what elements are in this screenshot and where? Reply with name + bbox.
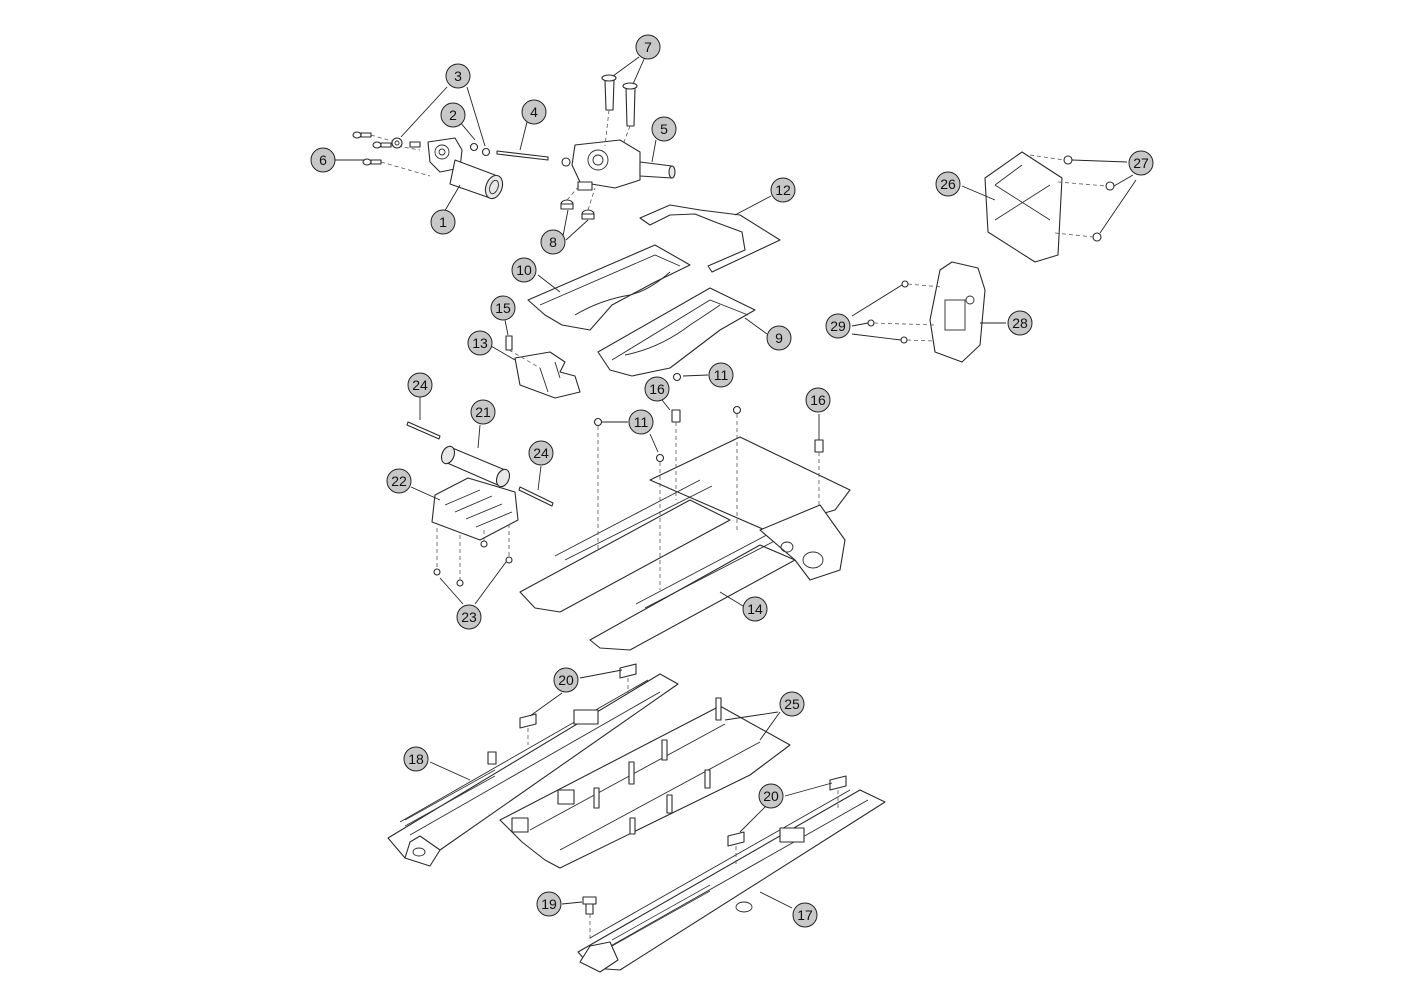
svg-text:29: 29 xyxy=(830,318,846,334)
bracket-25 xyxy=(499,697,791,869)
screw-6c xyxy=(372,141,392,149)
nuts-20a xyxy=(519,663,637,745)
callout-11a: 11 xyxy=(628,409,654,435)
svg-text:15: 15 xyxy=(495,300,511,316)
svg-text:22: 22 xyxy=(391,473,407,489)
screw-15 xyxy=(505,335,541,369)
screws-11-16 xyxy=(593,372,824,590)
gearbox-5 xyxy=(561,139,676,191)
svg-text:1: 1 xyxy=(439,214,447,230)
callout-16b: 16 xyxy=(805,387,831,413)
svg-text:13: 13 xyxy=(472,335,488,351)
leader-lines xyxy=(335,56,1137,909)
callout-23: 23 xyxy=(456,604,482,630)
callout-29: 29 xyxy=(825,313,851,339)
svg-text:11: 11 xyxy=(714,367,729,383)
nuts-8 xyxy=(560,184,596,220)
callout-26: 26 xyxy=(935,171,961,197)
rail-17 xyxy=(577,789,886,973)
callout-8: 8 xyxy=(540,229,566,255)
screws-29 xyxy=(867,280,943,344)
callout-18: 18 xyxy=(403,746,429,772)
screws-23 xyxy=(433,524,513,587)
callout-6: 6 xyxy=(310,147,336,173)
svg-text:24: 24 xyxy=(533,445,549,461)
drive-rod-4 xyxy=(496,150,549,161)
callout-27: 27 xyxy=(1128,150,1154,176)
svg-text:26: 26 xyxy=(940,176,956,192)
svg-text:10: 10 xyxy=(516,262,532,278)
svg-text:11: 11 xyxy=(634,414,649,430)
callout-28: 28 xyxy=(1007,310,1033,336)
callout-17: 17 xyxy=(792,902,818,928)
screw-6b xyxy=(362,158,382,166)
svg-text:14: 14 xyxy=(747,601,763,617)
callout-24b: 24 xyxy=(528,440,554,466)
screw-6a xyxy=(352,131,372,139)
svg-text:27: 27 xyxy=(1133,155,1149,171)
callout-13: 13 xyxy=(467,330,493,356)
callout-16a: 16 xyxy=(644,376,670,402)
svg-text:5: 5 xyxy=(660,121,668,137)
svg-text:28: 28 xyxy=(1012,315,1028,331)
svg-text:8: 8 xyxy=(549,234,557,250)
callout-21: 21 xyxy=(470,399,496,425)
svg-text:16: 16 xyxy=(810,392,826,408)
rail-assembly-14 xyxy=(519,436,851,651)
svg-text:19: 19 xyxy=(541,896,557,912)
svg-text:16: 16 xyxy=(649,381,665,397)
motor-assembly xyxy=(352,131,504,200)
actuator-21 xyxy=(440,445,511,488)
svg-text:23: 23 xyxy=(461,609,477,625)
pin-24b xyxy=(518,486,554,507)
cover-22 xyxy=(431,477,519,541)
bolt-19 xyxy=(582,896,597,940)
callout-19: 19 xyxy=(536,891,562,917)
callout-7: 7 xyxy=(635,34,661,60)
callout-20a: 20 xyxy=(553,667,579,693)
bracket-10 xyxy=(527,244,691,331)
callout-1: 1 xyxy=(430,209,456,235)
svg-text:6: 6 xyxy=(319,152,327,168)
svg-text:21: 21 xyxy=(475,404,491,420)
svg-text:9: 9 xyxy=(775,330,783,346)
svg-text:17: 17 xyxy=(797,907,813,923)
gasket-12 xyxy=(639,204,781,273)
callout-15: 15 xyxy=(490,295,516,321)
nuts-27 xyxy=(1029,154,1115,242)
callout-20b: 20 xyxy=(758,783,784,809)
cover-26 xyxy=(984,151,1063,263)
nuts-20b xyxy=(727,775,847,865)
module-28 xyxy=(929,261,986,363)
callout-3: 3 xyxy=(445,63,471,89)
rail-18 xyxy=(387,673,679,867)
svg-text:25: 25 xyxy=(784,696,800,712)
callout-10: 10 xyxy=(511,257,537,283)
bracket-13 xyxy=(514,351,581,399)
studs-25 xyxy=(593,697,722,835)
pin-24a xyxy=(406,421,441,440)
svg-text:24: 24 xyxy=(412,377,428,393)
svg-text:18: 18 xyxy=(408,751,424,767)
callout-2: 2 xyxy=(440,102,466,128)
callout-11b: 11 xyxy=(708,362,734,388)
callout-25: 25 xyxy=(779,691,805,717)
svg-text:3: 3 xyxy=(454,68,462,84)
callout-12: 12 xyxy=(770,177,796,203)
svg-text:12: 12 xyxy=(775,182,791,198)
svg-text:2: 2 xyxy=(449,107,457,123)
callout-14: 14 xyxy=(742,596,768,622)
svg-text:20: 20 xyxy=(558,672,574,688)
svg-text:20: 20 xyxy=(763,788,779,804)
callout-24a: 24 xyxy=(407,372,433,398)
callout-5: 5 xyxy=(651,116,677,142)
callout-22: 22 xyxy=(386,468,412,494)
callout-9: 9 xyxy=(766,325,792,351)
bracket-9 xyxy=(597,287,756,377)
bolts-7 xyxy=(601,74,638,147)
svg-text:4: 4 xyxy=(530,104,538,120)
svg-text:7: 7 xyxy=(644,39,652,55)
callout-4: 4 xyxy=(521,99,547,125)
